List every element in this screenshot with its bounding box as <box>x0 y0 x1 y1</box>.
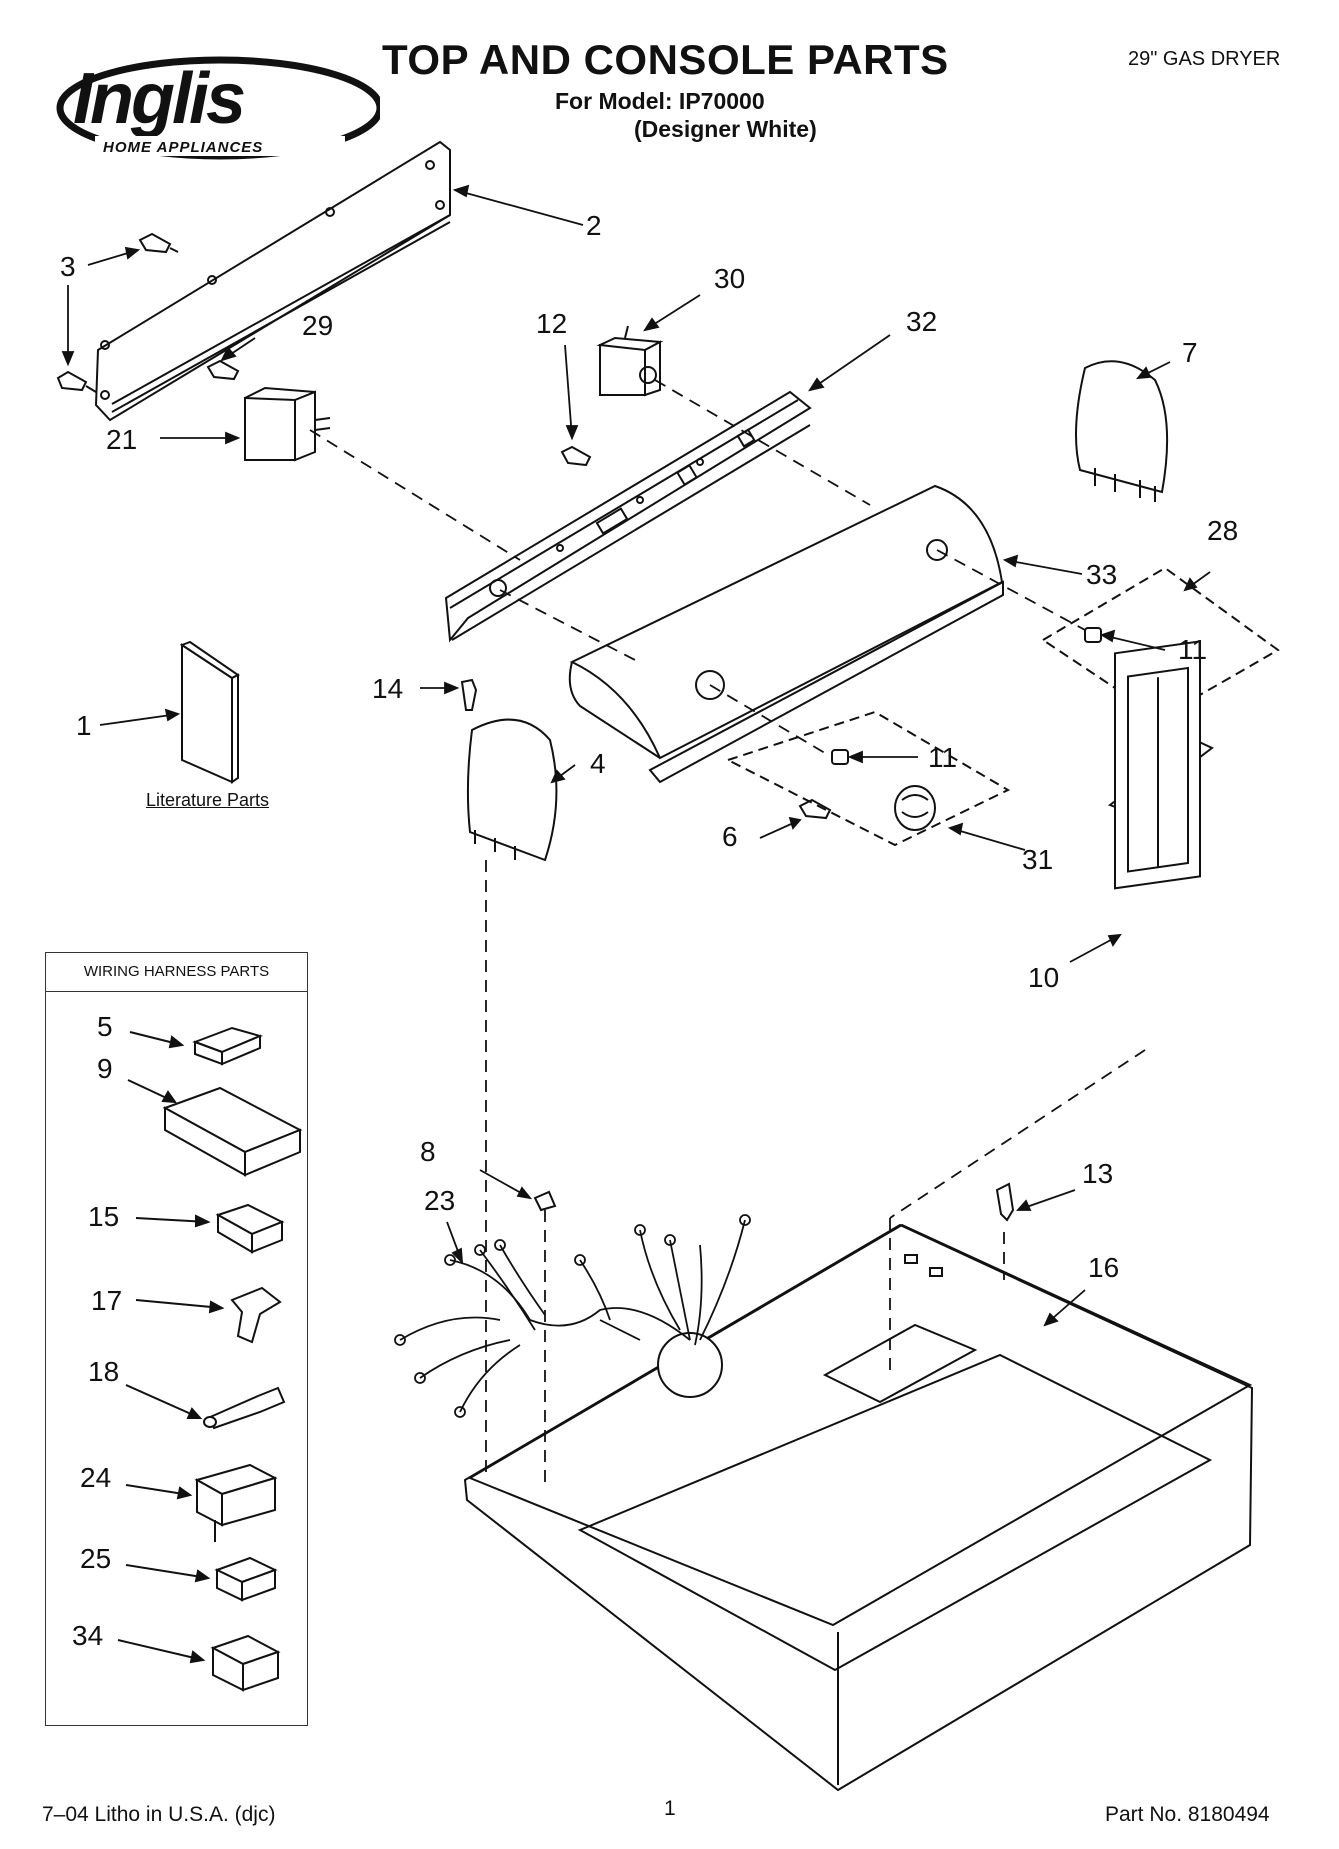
part-24-connector <box>194 1463 278 1542</box>
part-number: Part No. 8180494 <box>1105 1803 1270 1826</box>
part-8-clip <box>533 1190 557 1212</box>
part-21-timer <box>244 386 331 462</box>
callout-16: 16 <box>1088 1252 1120 1283</box>
wiring-harness-part-icons <box>117 1026 303 1692</box>
callout-11-upper: 11 <box>1178 634 1208 665</box>
callout-24: 24 <box>80 1462 112 1493</box>
callout-15: 15 <box>88 1201 120 1232</box>
part-13-screw <box>995 1182 1015 1222</box>
wiring-harness-box <box>45 952 308 1726</box>
callout-10: 10 <box>1028 962 1060 993</box>
part-30-switch <box>596 325 664 397</box>
page-title: TOP AND CONSOLE PARTS <box>382 36 949 83</box>
callout-4: 4 <box>590 748 606 779</box>
part-3-screws <box>56 232 179 393</box>
callout-18: 18 <box>88 1356 120 1387</box>
callout-28: 28 <box>1207 515 1239 546</box>
part-34-connector <box>210 1634 281 1692</box>
callout-arrows <box>61 184 1211 1327</box>
part-31-knob-kit <box>725 710 1011 847</box>
part-17-clip <box>230 1286 282 1344</box>
part-16-top-panel <box>463 1223 1254 1792</box>
callout-21: 21 <box>106 424 138 455</box>
literature-parts-label: Literature Parts <box>146 790 270 810</box>
model-variant: (Designer White) <box>634 116 817 142</box>
product-type: 29" GAS DRYER <box>1128 48 1281 70</box>
callout-32: 32 <box>906 306 938 337</box>
callout-29: 29 <box>302 310 334 341</box>
part-1-literature <box>179 640 240 784</box>
callout-14: 14 <box>372 673 404 704</box>
callout-12: 12 <box>536 308 568 339</box>
wiring-harness-title: WIRING HARNESS PARTS <box>45 952 308 992</box>
part-14-screw <box>460 678 478 711</box>
callout-2: 2 <box>586 210 602 241</box>
callout-17: 17 <box>91 1285 123 1316</box>
logo-tagline: HOME APPLIANCES <box>103 139 263 156</box>
callout-34: 34 <box>72 1620 104 1651</box>
part-5-connector <box>192 1026 264 1066</box>
callout-8: 8 <box>420 1136 436 1167</box>
callout-7: 7 <box>1182 337 1198 368</box>
part-10-lint-screen <box>1107 640 1214 890</box>
part-23-wiring-harness <box>394 1214 751 1418</box>
part-29-screw <box>206 359 240 381</box>
assembly-guide-lines <box>309 379 1146 1490</box>
callout-30: 30 <box>714 263 746 294</box>
callout-31: 31 <box>1022 844 1054 875</box>
inglis-logo: Inglis HOME APPLIANCES <box>56 56 380 160</box>
part-32-control-bracket <box>444 390 812 643</box>
part-12-screw <box>560 445 592 467</box>
callout-6: 6 <box>722 821 738 852</box>
part-25-connector <box>214 1556 278 1602</box>
callout-9: 9 <box>97 1053 113 1084</box>
callout-23: 23 <box>424 1185 456 1216</box>
part-7-endcap <box>1075 360 1169 502</box>
part-18-terminal <box>203 1386 286 1430</box>
callout-5: 5 <box>97 1011 113 1042</box>
callout-1: 1 <box>76 710 92 741</box>
part-15-connector <box>215 1203 285 1254</box>
part-9-connector-block <box>162 1086 303 1177</box>
logo-wordmark: Inglis <box>73 59 244 139</box>
model-number: For Model: IP70000 <box>555 88 765 114</box>
callout-13: 13 <box>1082 1158 1114 1189</box>
callout-25: 25 <box>80 1543 112 1574</box>
callout-3: 3 <box>60 251 76 282</box>
part-4-endcap <box>466 718 558 862</box>
callout-33: 33 <box>1086 559 1118 590</box>
litho-note: 7–04 Litho in U.S.A. (djc) <box>42 1803 276 1826</box>
part-2-rear-panel <box>94 140 451 422</box>
page-number: 1 <box>664 1797 676 1820</box>
callout-11-lower: 11 <box>928 742 958 773</box>
part-33-console <box>568 484 1004 784</box>
